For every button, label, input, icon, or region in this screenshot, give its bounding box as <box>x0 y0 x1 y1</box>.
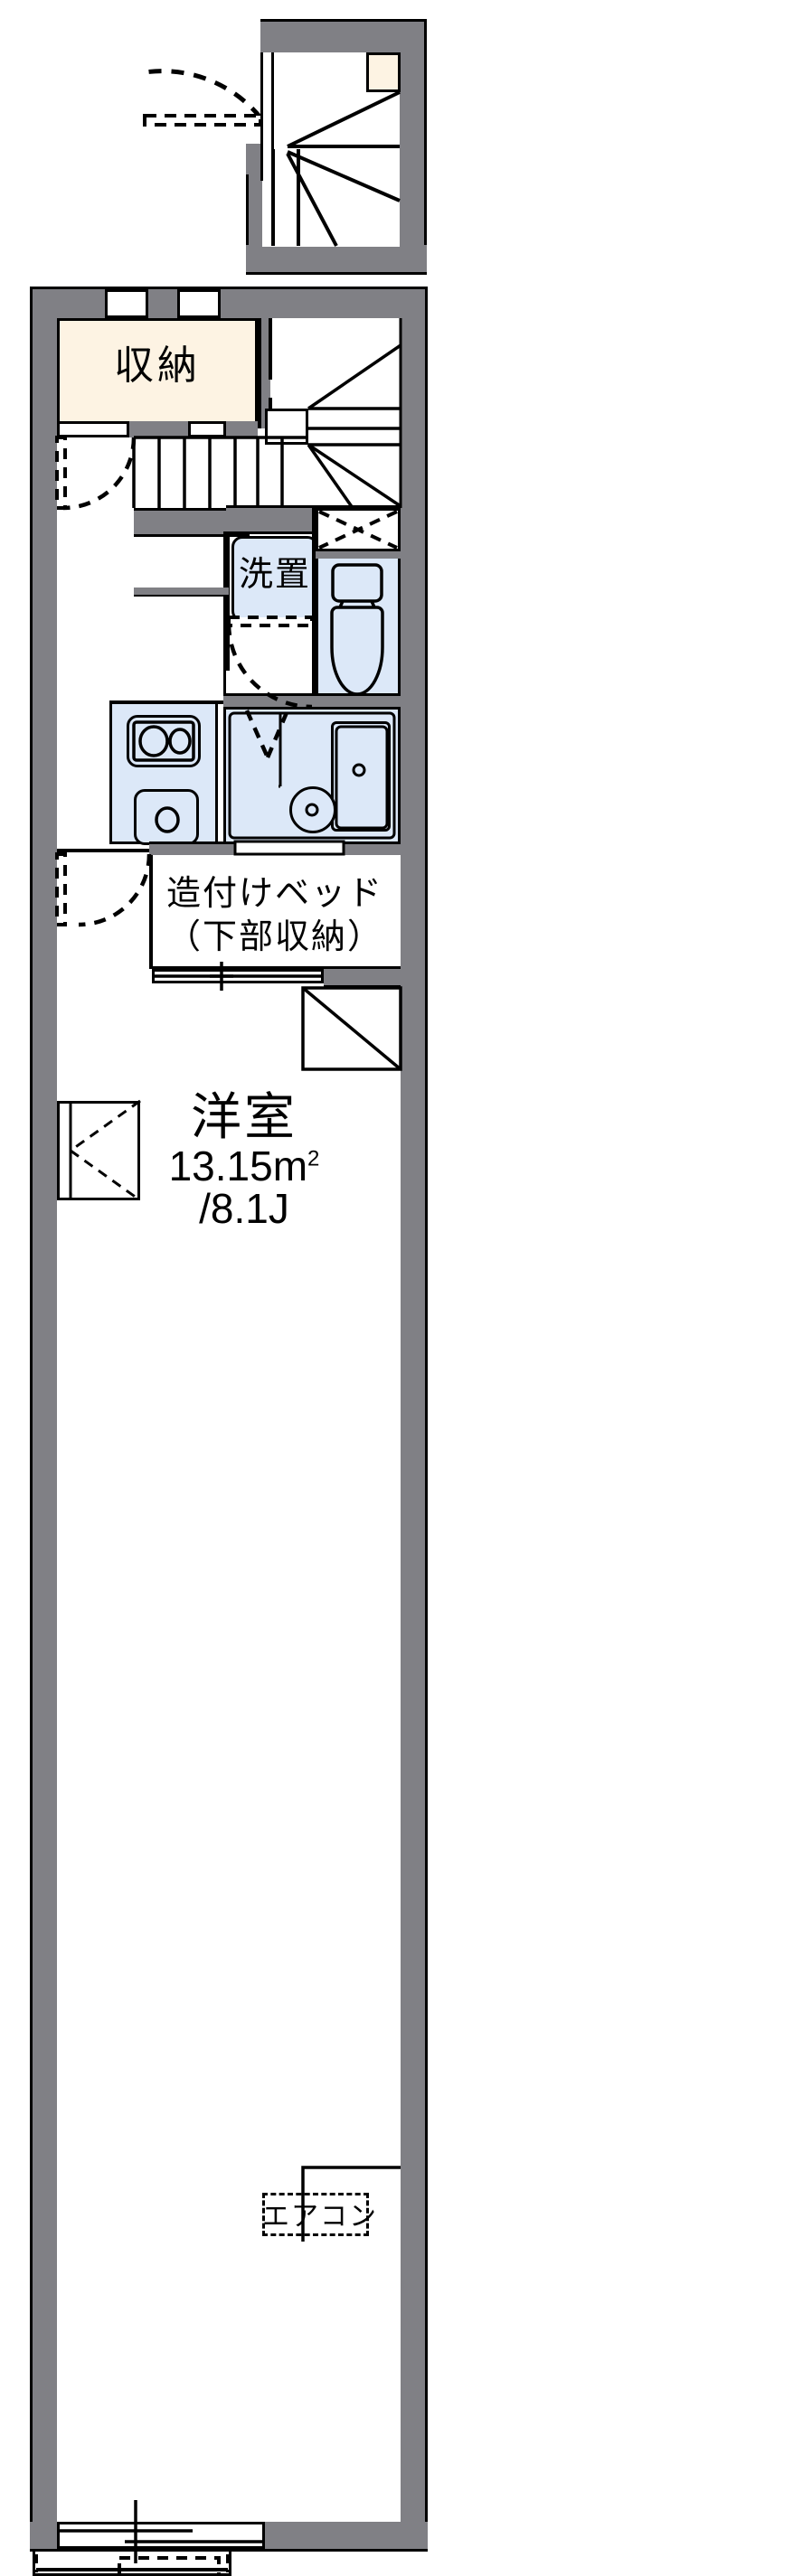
closet-door-panel-left[interactable] <box>57 421 129 437</box>
closet-door-mullion <box>129 421 200 437</box>
builtin-bed-label-line1: 造付けベッド <box>165 875 383 913</box>
main-bottom-wall-outline <box>30 2549 428 2552</box>
bed-under-storage-door[interactable] <box>152 969 324 983</box>
closet-label: 収納 <box>114 343 201 388</box>
room-area-superscript: 2 <box>307 1146 320 1171</box>
gas-stove-two-burner <box>127 715 201 767</box>
wash-basin <box>289 786 336 833</box>
closet-right-wall-stub <box>226 421 258 437</box>
window-north-left <box>105 289 148 318</box>
main-top-wall-outline <box>30 287 428 289</box>
room-area-jo-label: /8.1J <box>199 1185 289 1232</box>
bed-top-wall <box>149 844 401 855</box>
shoe-cabinet <box>366 52 401 92</box>
washroom-left-wall <box>226 531 230 671</box>
main-right-wall <box>401 289 428 2549</box>
entrance-right-wall-outline <box>424 19 427 275</box>
main-bottom-wall-right <box>265 2522 428 2549</box>
bath-top-wall-line <box>223 693 401 696</box>
hall-stub-wall-fill <box>134 588 229 595</box>
entrance-bottom-wall <box>246 245 427 272</box>
main-left-wall-outline <box>30 289 33 2552</box>
air-conditioner-label: エアコン <box>262 2202 378 2232</box>
stair-bottom-wall-fill-edge <box>134 534 250 537</box>
room-area-value: 13.15m <box>168 1142 308 1189</box>
washer-label: 洗置 <box>238 556 311 594</box>
stair-shaft-left-wall-outline <box>246 144 249 275</box>
main-top-wall <box>30 289 428 318</box>
builtin-bed-label: 造付けベッド （下部収納） <box>149 873 401 959</box>
toilet-room <box>316 559 401 703</box>
toilet-left-wall <box>312 508 316 705</box>
kitchen-top-wall <box>109 700 229 704</box>
bed-bottom-line <box>149 966 401 969</box>
bed-top-wall-line <box>149 841 401 844</box>
balcony-sliding-door[interactable] <box>57 2522 265 2549</box>
room-area-label: 13.15m2 <box>136 1142 353 1190</box>
entrance-bottom-wall-outline <box>246 272 427 275</box>
window-west[interactable] <box>57 1101 140 1200</box>
entrance-door <box>143 69 262 127</box>
bath-top-wall <box>223 696 401 707</box>
entrance-right-wall <box>398 22 427 272</box>
kitchen-sink <box>134 789 199 845</box>
closet-door-panel-right[interactable] <box>188 421 226 437</box>
main-right-wall-outline <box>425 289 428 2552</box>
balcony <box>33 2552 231 2576</box>
builtin-bed-label-line2: （下部収納） <box>165 917 383 956</box>
bed-bottom-wall-right <box>324 969 401 985</box>
toilet-vent-bottom-wall <box>316 551 401 559</box>
washroom-left-wall2 <box>223 531 226 705</box>
bed-bottom-wall-right-line <box>324 985 401 988</box>
entrance-hall-edge-left <box>260 52 263 181</box>
window-north-right <box>177 289 221 318</box>
main-left-wall <box>30 289 57 2549</box>
entrance-top-wall-outline <box>260 19 427 22</box>
bathtub <box>331 721 391 832</box>
stair-landing-box <box>265 409 308 445</box>
toilet-vent-panel <box>316 508 401 551</box>
room-name-label: 洋室 <box>191 1088 297 1145</box>
entrance-hall-edge-inner <box>271 52 274 193</box>
